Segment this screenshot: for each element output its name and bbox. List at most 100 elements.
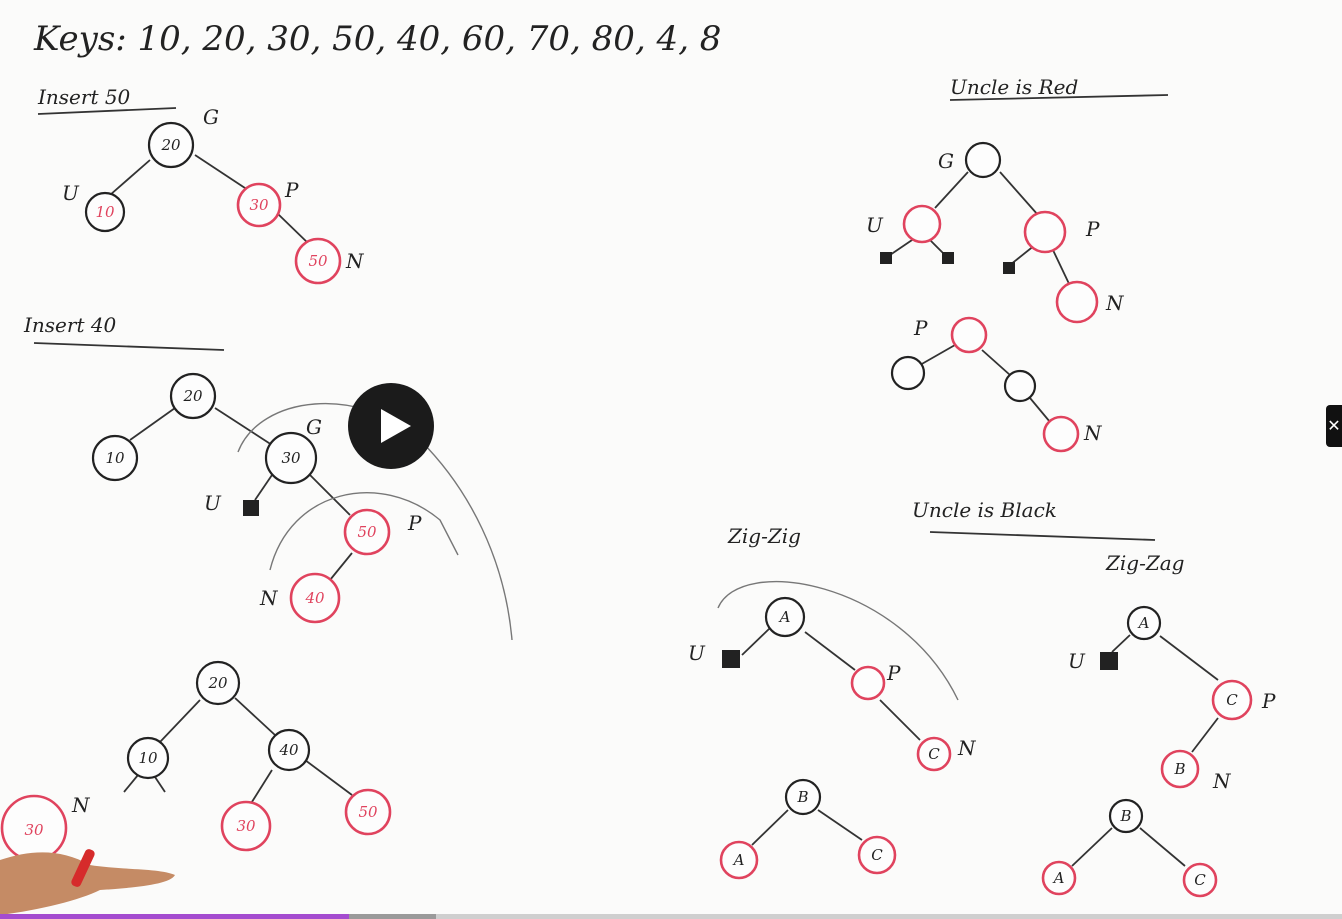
node-label: B [796,788,808,806]
tree-node [91,434,139,482]
nil-leaf-icon [243,500,259,516]
tree-node [902,204,942,244]
label-n: N [1212,769,1232,793]
nil-leaf-icon [722,650,740,668]
label-n: N [345,249,365,273]
label-u: U [62,181,80,205]
play-icon [381,409,411,443]
tree-node [147,121,195,169]
label-n: N [957,736,977,760]
label-p: P [1085,217,1100,241]
tree-node [169,372,217,420]
tree-node [1041,860,1077,896]
node-label: 10 [105,449,125,467]
label-p: P [1261,689,1276,713]
tree-node [1042,415,1080,453]
node-label: 20 [182,387,203,405]
tree-node [1211,679,1253,721]
node-label: 30 [24,821,44,839]
nil-leaf-icon [1003,262,1015,274]
node-label: 50 [358,803,378,821]
tree-node [950,316,988,354]
label-g: G [203,105,219,129]
node-label: 50 [357,523,377,541]
uncle-black-heading: Uncle is Black [912,498,1057,522]
presenter-hand [0,849,175,915]
underline [33,342,225,351]
insert40-heading: Insert 40 [23,313,117,337]
nil-leaf-icon [1100,652,1118,670]
label-n: N [1083,421,1103,445]
insert50-tree: 20 10 30 50 G U P N [62,105,365,285]
tree-node [890,355,926,391]
tree-node [1182,862,1218,898]
node-label: 30 [281,449,301,467]
label-u: U [866,213,884,237]
marker-icon [71,849,95,887]
label-u: U [688,641,706,665]
node-label: B [1119,807,1131,825]
label-p: P [284,178,299,202]
tree-node [1023,210,1067,254]
tree-node [84,191,126,233]
node-label: 30 [249,196,269,214]
progress-buffered [349,914,436,919]
progress-bar[interactable] [0,914,1342,919]
node-label: 20 [160,136,181,154]
tree-node [784,778,822,816]
label-p: P [886,661,901,685]
tree-node [220,800,272,852]
insert40-tree: 20 10 30 50 40 G U P N [91,372,513,641]
label-n: N [71,793,91,817]
label-n: N [259,586,279,610]
tree-node [344,788,392,836]
label-g: G [306,415,322,439]
tree-node [267,728,311,772]
tree-node [964,141,1002,179]
tree-node [126,736,170,780]
keys-label: Keys: 10, 20, 30, 50, 40, 60, 70, 80, 4,… [33,19,721,59]
tree-node [264,431,318,485]
node-label: B [1173,760,1185,778]
tree-node [294,237,342,285]
zigzag-tree: A C B U P N B A C [1041,605,1276,898]
tree-node [857,835,897,875]
play-button[interactable] [348,383,434,469]
node-label: 30 [236,817,256,835]
tree-node [343,508,391,556]
node-label: C [871,846,883,864]
tree-node [195,660,241,706]
node-label: A [1052,869,1065,887]
uncle-red-heading: Uncle is Red [950,75,1078,99]
tree-node [236,182,282,228]
tree-node [916,736,952,772]
node-label: A [732,851,745,869]
label-n: N [1105,291,1125,315]
node-label: 40 [278,741,299,759]
node-label: C [928,745,940,763]
node-label: 40 [304,589,325,607]
nil-leaf-icon [942,252,954,264]
label-g: G [938,149,954,173]
tree-node [764,596,806,638]
node-label: 10 [138,749,158,767]
underline [929,531,1156,541]
tree-node [719,840,759,880]
tree-node [1055,280,1099,324]
node-label: 10 [95,203,115,221]
result-tree: 20 10 40 30 50 30 N [0,660,392,862]
tree-node [1160,749,1200,789]
node-label: C [1226,691,1238,709]
zigzig-heading: Zig-Zig [727,524,801,548]
label-u: U [204,491,222,515]
label-p: P [407,511,422,535]
close-button[interactable]: ✕ [1326,405,1342,447]
node-label: A [778,608,791,626]
zigzig-tree: A C U P N B A C [688,580,977,880]
uncle-red-tree: G U P N P N [866,141,1125,453]
zigzag-heading: Zig-Zag [1105,551,1184,575]
node-label: 50 [308,252,328,270]
tree-node [1003,369,1037,403]
label-u: U [1068,649,1086,673]
